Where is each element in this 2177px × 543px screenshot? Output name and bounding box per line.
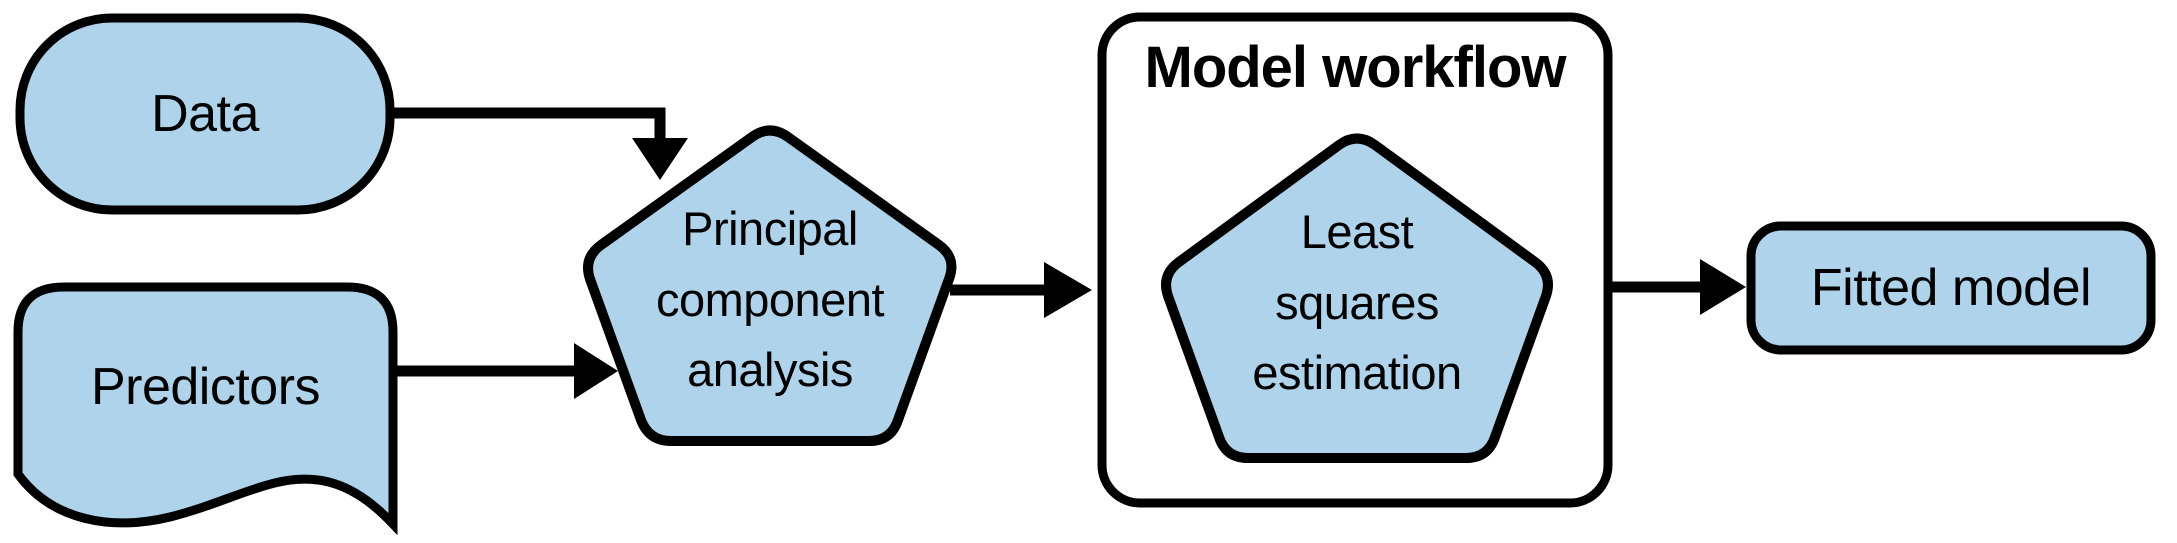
data-node-label: Data	[151, 84, 259, 143]
data-node-shape	[15, 13, 395, 215]
arrowhead-right-icon	[1044, 262, 1092, 318]
edge-data-to-pca	[392, 107, 688, 180]
fitted-model-node-shape	[1746, 221, 2156, 355]
least-squares-node-label: Least squares estimation	[1252, 205, 1462, 400]
least-squares-node-shape	[1161, 133, 1553, 463]
edge-workflow-to-fitted	[1610, 259, 1746, 315]
arrowhead-right-icon	[574, 343, 618, 399]
edge-predictors-to-pca	[392, 343, 618, 399]
pca-node-shape	[583, 125, 957, 446]
edge-data-to-pca-line	[392, 107, 666, 142]
edge-pca-to-workflow	[950, 262, 1092, 318]
predictors-node-shape	[13, 282, 398, 536]
pca-node-label: Principal component analysis	[655, 202, 885, 397]
arrowhead-right-icon	[1700, 259, 1746, 315]
arrowhead-down-icon	[632, 138, 688, 180]
model-workflow-title: Model workflow	[1144, 34, 1567, 100]
fitted-model-node-label: Fitted model	[1810, 258, 2092, 317]
predictors-node-label: Predictors	[90, 357, 321, 416]
